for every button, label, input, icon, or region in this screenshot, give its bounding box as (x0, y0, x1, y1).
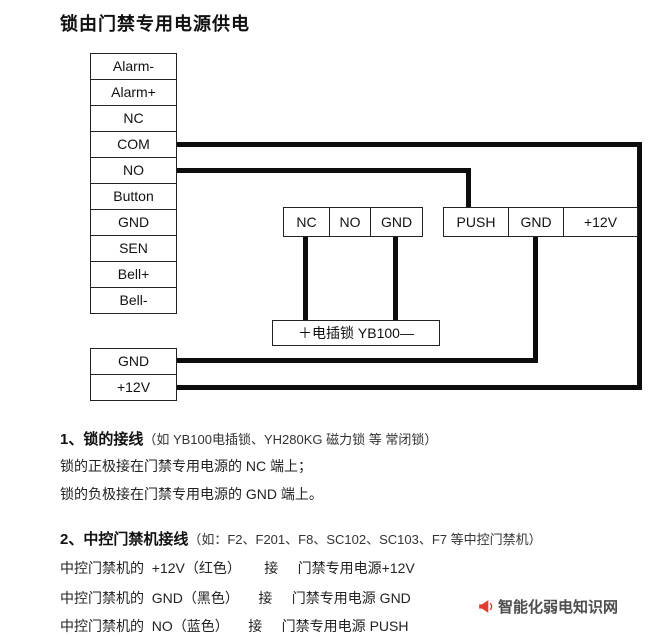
section-1-line-1: 锁的正极接在门禁专用电源的 NC 端上； (60, 458, 312, 474)
megaphone-icon (477, 598, 494, 615)
psu-terminal-gnd2: GND (508, 207, 564, 237)
section-2-line-1: 中控门禁机的 +12V（红色） 接 门禁专用电源+12V (60, 560, 415, 576)
psu-terminal-gnd: GND (370, 207, 423, 237)
wire-lock-positive (303, 232, 308, 322)
section-2-line-2: 中控门禁机的 GND（黑色） 接 门禁专用电源 GND (60, 590, 411, 606)
terminal-com: COM (90, 131, 177, 158)
terminal-bell-minus: Bell- (90, 287, 177, 314)
terminal-no: NO (90, 157, 177, 184)
wire-lock-negative (393, 232, 398, 322)
psu-lock-terminal-block: NC NO GND (283, 207, 423, 237)
terminal-button: Button (90, 183, 177, 210)
terminal-sen: SEN (90, 235, 177, 262)
wire-no-to-push-horizontal (174, 168, 471, 173)
terminal-alarm-plus: Alarm+ (90, 79, 177, 106)
wire-no-to-push-vertical (466, 168, 471, 209)
wire-gnd-to-psugnd-horizontal (174, 358, 538, 363)
watermark: 智能化弱电知识网 (477, 596, 618, 617)
section-2-heading-note: （如：F2、F201、F8、SC102、SC103、F7 等中控门禁机） (188, 532, 542, 547)
wire-com-to-psu12v-vertical (637, 142, 642, 390)
terminal-power-gnd: GND (90, 348, 177, 375)
lock-box: ＋电插锁 YB100— (272, 320, 440, 346)
psu-push-terminal-block: PUSH GND +12V (443, 207, 638, 237)
terminal-alarm-minus: Alarm- (90, 53, 177, 80)
wire-gnd-to-psugnd-vertical (533, 232, 538, 363)
section-1-heading-title: 1、锁的接线 (60, 431, 144, 448)
section-1-heading: 1、锁的接线（如 YB100电插锁、YH280KG 磁力锁 等 常闭锁） (60, 428, 437, 449)
section-1-line-2: 锁的负极接在门禁专用电源的 GND 端上。 (60, 486, 323, 502)
psu-terminal-no: NO (329, 207, 371, 237)
page-title: 锁由门禁专用电源供电 (60, 14, 250, 34)
psu-terminal-push: PUSH (443, 207, 509, 237)
psu-terminal-12v: +12V (563, 207, 638, 237)
section-2-heading: 2、中控门禁机接线（如：F2、F201、F8、SC102、SC103、F7 等中… (60, 528, 542, 549)
terminal-bell-plus: Bell+ (90, 261, 177, 288)
section-2-line-3: 中控门禁机的 NO（蓝色） 接 门禁专用电源 PUSH (60, 618, 409, 634)
terminal-power-12v: +12V (90, 374, 177, 401)
terminal-nc: NC (90, 105, 177, 132)
terminal-gnd: GND (90, 209, 177, 236)
section-1-heading-note: （如 YB100电插锁、YH280KG 磁力锁 等 常闭锁） (143, 432, 438, 447)
wire-12v-to-psu12v-horizontal (174, 385, 642, 390)
wire-com-to-psu12v-horizontal (174, 142, 642, 147)
psu-terminal-nc: NC (283, 207, 330, 237)
section-2-heading-title: 2、中控门禁机接线 (60, 531, 189, 548)
watermark-text: 智能化弱电知识网 (498, 599, 619, 616)
controller-terminal-block: Alarm- Alarm+ NC COM NO Button GND SEN B… (90, 53, 177, 314)
controller-power-terminal-block: GND +12V (90, 348, 177, 401)
